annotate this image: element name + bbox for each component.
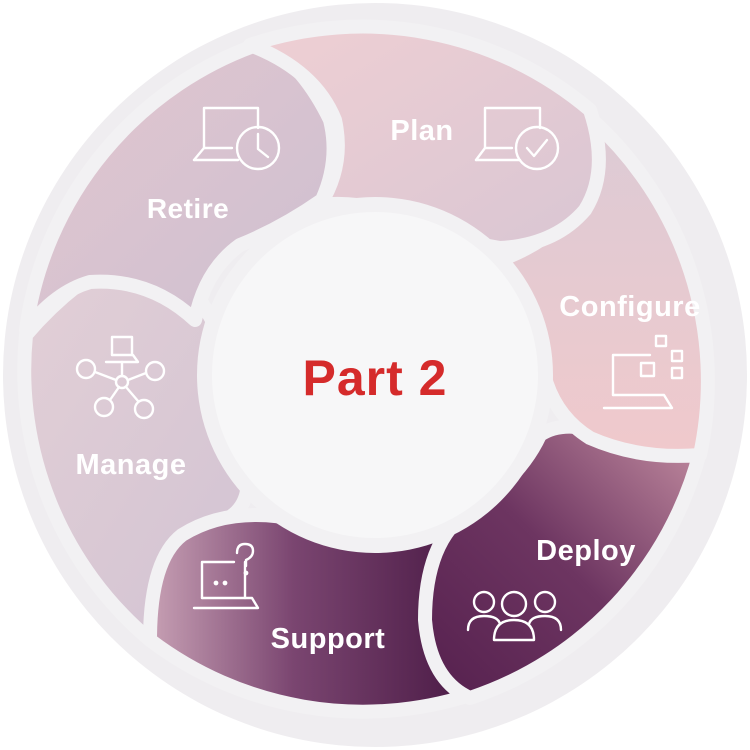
people-group-icon <box>466 590 563 642</box>
stage-manage[interactable]: Manage <box>75 335 187 481</box>
stage-label-retire: Retire <box>147 193 229 224</box>
stage-label-manage: Manage <box>76 449 187 481</box>
stage-label-support: Support <box>271 623 386 655</box>
stage-support[interactable]: Support <box>192 542 386 655</box>
stage-deploy[interactable]: Deploy <box>466 535 636 642</box>
stage-configure[interactable]: Configure <box>559 291 700 410</box>
center-label: Part 2 <box>303 350 448 406</box>
stage-retire[interactable]: Retire <box>147 106 281 224</box>
laptop-blocks-icon <box>602 334 684 410</box>
segment-plan[interactable] <box>243 19 606 255</box>
network-hub-icon <box>75 335 166 420</box>
laptop-clock-icon <box>192 106 281 171</box>
laptop-check-icon <box>474 106 560 171</box>
stage-plan[interactable]: Plan <box>390 106 560 171</box>
laptop-question-icon <box>192 542 260 610</box>
stage-label-deploy: Deploy <box>536 535 636 567</box>
stage-label-plan: Plan <box>390 115 453 147</box>
stage-label-configure: Configure <box>559 291 700 323</box>
center-hub <box>212 212 538 538</box>
